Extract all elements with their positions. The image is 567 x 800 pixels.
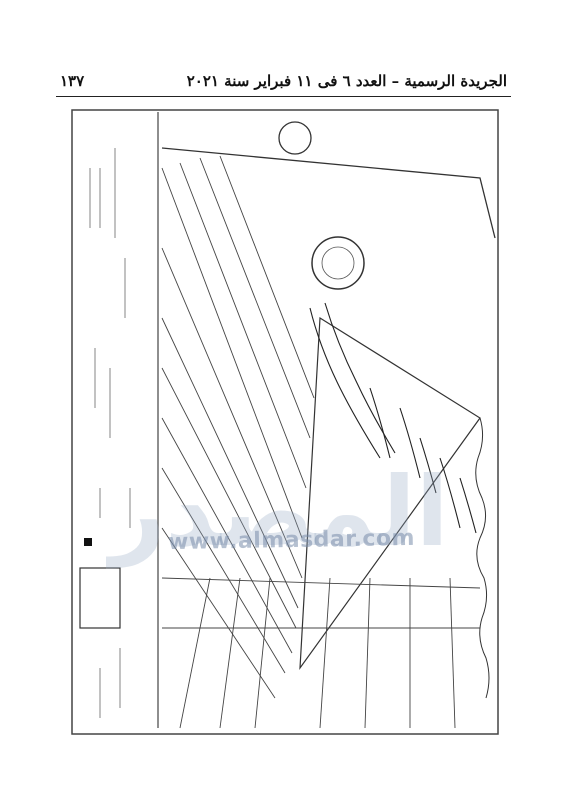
watermark-brand: المصدر — [110, 456, 449, 568]
header-rule — [56, 96, 511, 97]
right-wavy-boundary — [475, 417, 490, 699]
legend-scribbles — [89, 148, 131, 718]
watermark-url: www.almasdar.com — [167, 525, 416, 556]
parcel-boundary-upper — [161, 147, 496, 239]
page-header: ١٣٧ الجريدة الرسمية – العدد ٦ فى ١١ فبرا… — [60, 68, 507, 94]
parcel-lower-block — [161, 577, 481, 729]
parcel-triangle — [299, 316, 481, 671]
handwritten-notes — [309, 302, 477, 534]
map-sheet-border — [71, 109, 499, 735]
publication-line: الجريدة الرسمية – العدد ٦ فى ١١ فبراير س… — [186, 72, 507, 90]
legend-swatch — [84, 538, 92, 546]
sheet-mark-circle — [278, 121, 312, 155]
survey-map-drawing — [71, 109, 499, 735]
page-number: ١٣٧ — [60, 72, 85, 90]
parcel-fan-lines — [161, 155, 315, 699]
survey-map-scan: المصدر www.almasdar.com — [70, 108, 500, 738]
legend-box — [79, 567, 121, 629]
official-stamp — [311, 236, 365, 290]
